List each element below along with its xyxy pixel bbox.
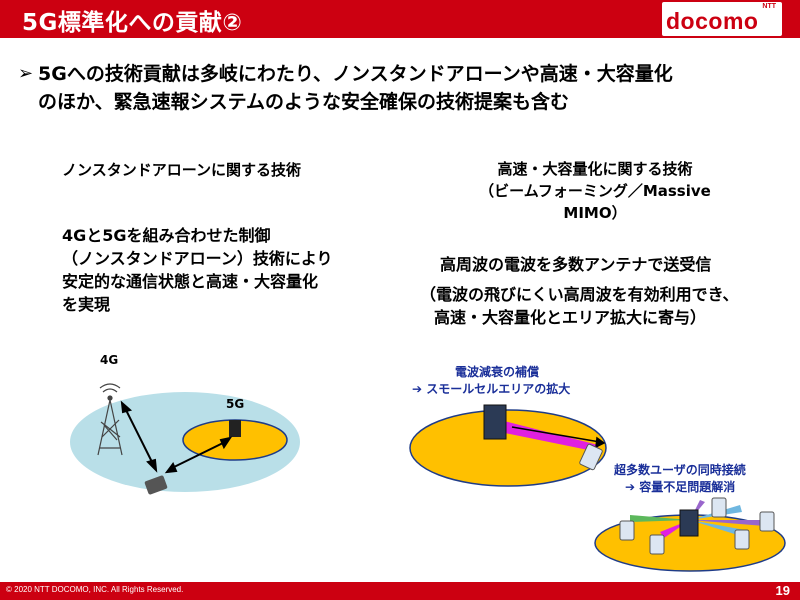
title-bar: 5G標準化への貢献② NTT docomo [0, 0, 800, 38]
user-device-icon [759, 511, 775, 532]
right-heading: 高速・大容量化に関する技術 （ビームフォーミング／Massive MIMO） [430, 158, 760, 224]
right-body-note: （電波の飛びにくい高周波を有効利用でき、 高速・大容量化とエリア拡大に寄与） [420, 283, 739, 329]
left-body-line: 4Gと5Gを組み合わせた制御 [62, 226, 271, 245]
left-body-line: を実現 [62, 295, 111, 314]
5g-link-arrow [171, 441, 226, 469]
right-heading-line: MIMO） [563, 204, 627, 222]
label-4g: 4G [100, 353, 119, 367]
logo-docomo-text: docomo [666, 8, 759, 34]
beam-shape [500, 420, 598, 452]
4g-tower-icon [97, 383, 123, 456]
note-multiuser-detail: ➔ 容量不足問題解消 [625, 480, 736, 494]
beam-link-arrow [511, 426, 601, 443]
right-body-line: 高速・大容量化とエリア拡大に寄与） [434, 308, 707, 327]
right-heading-line: 高速・大容量化に関する技術 [497, 160, 693, 178]
logo-ntt-text: NTT [762, 3, 776, 10]
left-body-line: 安定的な通信状態と高速・大容量化 [62, 272, 319, 291]
right-body-line: （電波の飛びにくい高周波を有効利用でき、 [420, 285, 739, 304]
page-number: 19 [775, 583, 790, 598]
main-bullet-line: のほか、緊急速報システムのような安全確保の技術提案も含む [38, 91, 570, 113]
docomo-logo: NTT docomo [662, 2, 782, 36]
right-heading-line: （ビームフォーミング／Massive [479, 182, 711, 200]
left-heading: ノンスタンドアローンに関する技術 [62, 161, 301, 179]
5g-base-station-icon [229, 420, 241, 437]
bullet-marker: ➢ [18, 63, 34, 84]
copyright-text: © 2020 NTT DOCOMO, INC. All Rights Reser… [6, 585, 184, 594]
user-device-icon [711, 497, 727, 518]
left-body-line: （ノンスタンドアローン）技術により [62, 249, 333, 268]
user-device-icon [619, 520, 635, 541]
note-multiuser-title: 超多数ユーザの同時接続 [614, 463, 746, 477]
main-bullet-line: 5Gへの技術貢献は多岐にわたり、ノンスタンドアローンや高速・大容量化 [38, 63, 673, 85]
left-body: 4Gと5Gを組み合わせた制御 （ノンスタンドアローン）技術により 安定的な通信状… [62, 224, 333, 316]
right-body-main: 高周波の電波を多数アンテナで送受信 [440, 255, 712, 274]
network-diagram [70, 383, 786, 572]
note-attenuation-detail: ➔ スモールセルエリアの拡大 [412, 382, 571, 396]
4g-link-arrow [124, 407, 154, 465]
small-cell-area [409, 409, 607, 487]
massive-mimo-antenna-icon [679, 509, 699, 537]
note-attenuation-title: 電波減衰の補償 [455, 365, 540, 379]
footer-bar: © 2020 NTT DOCOMO, INC. All Rights Reser… [0, 582, 800, 600]
smartphone-icon [144, 475, 168, 495]
user-device-icon [649, 534, 665, 555]
label-5g: 5G [226, 397, 245, 411]
slide-title: 5G標準化への貢献② [22, 10, 243, 36]
massive-mimo-antenna-icon [483, 404, 507, 440]
user-device-icon [579, 443, 603, 471]
user-device-icon [734, 529, 750, 550]
main-bullet: 5Gへの技術貢献は多岐にわたり、ノンスタンドアローンや高速・大容量化 のほか、緊… [38, 60, 798, 116]
